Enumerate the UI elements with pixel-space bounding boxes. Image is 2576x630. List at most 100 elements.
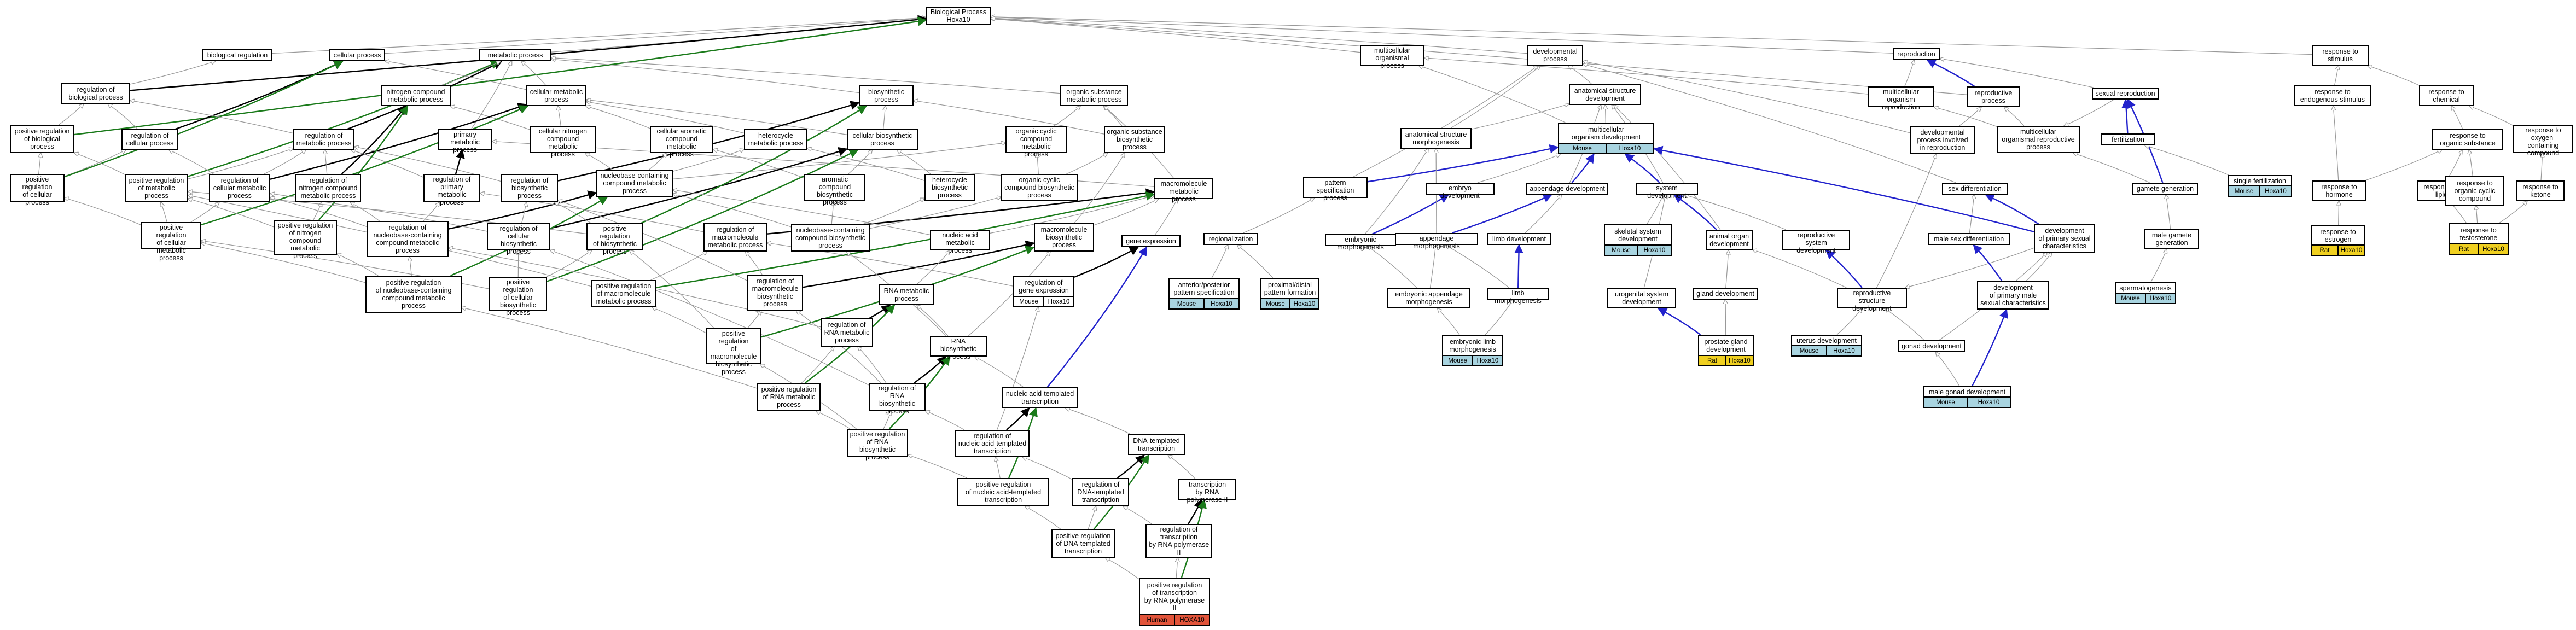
go-term-osbp[interactable]: organic substance biosynthetic process bbox=[1104, 126, 1165, 153]
go-term-prcp[interactable]: positive regulation of cellular process bbox=[10, 174, 65, 206]
go-term-ugsd[interactable]: urogenital system development bbox=[1607, 288, 1676, 308]
go-term-repr[interactable]: reproduction bbox=[1893, 48, 1940, 60]
go-term-cp[interactable]: cellular process bbox=[329, 49, 385, 61]
go-term-prncmp[interactable]: positive regulation of nitrogen compound… bbox=[274, 220, 337, 260]
go-term-dpsc[interactable]: development of primary sexual characteri… bbox=[2034, 224, 2095, 253]
go-term-ge[interactable]: gene expression bbox=[1121, 235, 1181, 247]
go-term-rdtt[interactable]: regulation of DNA-templated transcriptio… bbox=[1072, 478, 1129, 506]
go-term-prbs[interactable]: positive regulation of biosynthetic proc… bbox=[586, 223, 643, 255]
go-term-rnatt[interactable]: regulation of nucleic acid-templated tra… bbox=[955, 430, 1030, 457]
go-term-rstim[interactable]: response to stimulus bbox=[2312, 45, 2369, 66]
go-term-msd[interactable]: male sex differentiation bbox=[1928, 233, 2010, 245]
go-term-rendo[interactable]: response to endogenous stimulus bbox=[2294, 85, 2371, 106]
go-term-eam[interactable]: embryonic appendage morphogenesis bbox=[1387, 288, 1470, 308]
go-term-rhorm[interactable]: response to hormone bbox=[2312, 180, 2366, 201]
go-term-mgg[interactable]: male gamete generation bbox=[2144, 229, 2199, 249]
go-term-macbp[interactable]: macromolecule biosynthetic process bbox=[1034, 223, 1094, 252]
go-term-prcmp[interactable]: positive regulation of cellular metaboli… bbox=[141, 222, 201, 262]
go-term-prmacmp[interactable]: positive regulation of macromolecule met… bbox=[591, 280, 656, 307]
go-term-roxy[interactable]: response to oxygen-containing compound bbox=[2513, 125, 2573, 157]
go-term-prrmp[interactable]: positive regulation of RNA metabolic pro… bbox=[757, 383, 821, 411]
go-term-rpmp[interactable]: regulation of primary metabolic process bbox=[423, 174, 480, 206]
go-term-apps[interactable]: anterior/posterior pattern specification… bbox=[1168, 278, 1240, 310]
go-term-repsd[interactable]: reproductive system development bbox=[1782, 230, 1850, 254]
go-term-rmp[interactable]: regulation of metabolic process bbox=[293, 129, 354, 150]
go-term-prbp[interactable]: positive regulation of biological proces… bbox=[10, 125, 74, 153]
go-term-acbp[interactable]: aromatic compound biosynthetic process bbox=[804, 174, 865, 206]
go-term-dtt[interactable]: DNA-templated transcription bbox=[1128, 434, 1185, 455]
go-term-rket[interactable]: response to ketone bbox=[2516, 180, 2565, 201]
go-term-asm[interactable]: anatomical structure morphogenesis bbox=[1400, 128, 1472, 149]
go-term-cbp[interactable]: cellular biosynthetic process bbox=[847, 129, 918, 150]
go-term-mp[interactable]: metabolic process bbox=[479, 49, 551, 61]
go-term-breg[interactable]: biological regulation bbox=[202, 49, 272, 61]
go-term-repp[interactable]: reproductive process bbox=[1967, 86, 2020, 107]
go-term-nbcbp[interactable]: nucleobase-containing compound biosynthe… bbox=[791, 224, 870, 252]
go-term-rorg[interactable]: response to organic substance bbox=[2432, 129, 2503, 150]
go-term-bs[interactable]: biosynthetic process bbox=[859, 85, 914, 106]
go-term-fert[interactable]: fertilization bbox=[2101, 133, 2155, 145]
go-term-pmp[interactable]: primary metabolic process bbox=[438, 129, 492, 154]
go-term-appd[interactable]: appendage development bbox=[1526, 183, 1608, 195]
go-term-cmp[interactable]: cellular metabolic process bbox=[526, 85, 586, 106]
go-term-sexrep[interactable]: sexual reproduction bbox=[2092, 88, 2159, 100]
go-term-prnbcmp[interactable]: positive regulation of nucleobase-contai… bbox=[365, 276, 462, 313]
go-term-sexdiff[interactable]: sex differentiation bbox=[1942, 183, 2008, 195]
go-term-repstd[interactable]: reproductive structure development bbox=[1837, 288, 1907, 312]
go-term-rncmp[interactable]: regulation of nitrogen compound metaboli… bbox=[295, 174, 361, 202]
go-term-emb[interactable]: embryo development bbox=[1426, 183, 1495, 200]
go-term-prrbp[interactable]: positive regulation of RNA biosynthetic … bbox=[847, 429, 908, 461]
go-term-namp[interactable]: nucleic acid metabolic process bbox=[930, 230, 990, 254]
go-term-animd[interactable]: animal organ development bbox=[1706, 230, 1753, 250]
go-term-psp[interactable]: pattern specification process bbox=[1303, 177, 1368, 202]
go-term-rrmp[interactable]: regulation of RNA metabolic process bbox=[821, 318, 873, 347]
go-term-occbp[interactable]: organic cyclic compound biosynthetic pro… bbox=[1001, 174, 1078, 201]
go-term-bp[interactable]: Biological Process Hoxa10 bbox=[926, 7, 991, 25]
go-term-glandd[interactable]: gland development bbox=[1693, 288, 1758, 300]
go-term-rmacbp[interactable]: regulation of macromolecule biosynthetic… bbox=[747, 275, 803, 311]
go-term-rtrp2[interactable]: regulation of transcription by RNA polym… bbox=[1145, 524, 1212, 558]
go-term-natt[interactable]: nucleic acid-templated transcription bbox=[1002, 387, 1078, 408]
go-term-rbp[interactable]: regulation of biological process bbox=[61, 83, 130, 104]
go-term-rmacmp[interactable]: regulation of macromolecule metabolic pr… bbox=[703, 223, 767, 252]
go-term-rcp[interactable]: regulation of cellular process bbox=[121, 129, 178, 150]
go-term-rcbp[interactable]: regulation of cellular biosynthetic proc… bbox=[487, 223, 550, 255]
go-term-asd[interactable]: anatomical structure development bbox=[1569, 84, 1641, 105]
go-term-prdtt[interactable]: positive regulation of DNA-templated tra… bbox=[1051, 529, 1115, 558]
go-term-devrep[interactable]: developmental process involved in reprod… bbox=[1910, 126, 1975, 154]
go-term-rrbp[interactable]: regulation of RNA biosynthetic process bbox=[869, 383, 926, 415]
go-term-hmp[interactable]: heterocycle metabolic process bbox=[744, 129, 807, 150]
go-term-sysd[interactable]: system development bbox=[1636, 183, 1698, 200]
go-term-trp2[interactable]: transcription by RNA polymerase II bbox=[1178, 479, 1236, 504]
go-term-mop[interactable]: multicellular organismal process bbox=[1360, 45, 1424, 69]
go-term-rnbcmp[interactable]: regulation of nucleobase-containing comp… bbox=[367, 221, 449, 257]
go-term-rmet[interactable]: RNA metabolic process bbox=[879, 284, 934, 305]
go-term-limbd[interactable]: limb development bbox=[1487, 233, 1551, 245]
go-term-cncmp[interactable]: cellular nitrogen compound metabolic pro… bbox=[530, 126, 596, 158]
go-term-regn[interactable]: regionalization bbox=[1203, 233, 1258, 245]
go-term-prtrp2[interactable]: positive regulation of transcription by … bbox=[1139, 578, 1210, 626]
go-term-gamg[interactable]: gamete generation bbox=[2132, 183, 2198, 195]
go-term-embm[interactable]: embryonic morphogenesis bbox=[1325, 234, 1396, 251]
go-term-occmp[interactable]: organic cyclic compound metabolic proces… bbox=[1005, 126, 1067, 158]
go-term-prmp[interactable]: positive regulation of metabolic process bbox=[125, 174, 188, 202]
go-term-nbcmp[interactable]: nucleobase-containing compound metabolic… bbox=[596, 170, 673, 197]
go-term-dp[interactable]: developmental process bbox=[1527, 45, 1583, 66]
go-term-rocc[interactable]: response to organic cyclic compound bbox=[2445, 176, 2504, 206]
go-term-limbm[interactable]: limb morphogenesis bbox=[1487, 288, 1549, 305]
go-term-gonadd[interactable]: gonad development bbox=[1898, 340, 1965, 352]
go-term-rbs[interactable]: regulation of biosynthetic process bbox=[501, 174, 558, 202]
go-term-macmp[interactable]: macromolecule metabolic process bbox=[1154, 178, 1213, 203]
go-term-mrepp[interactable]: multicellular organismal reproductive pr… bbox=[1997, 126, 2080, 153]
